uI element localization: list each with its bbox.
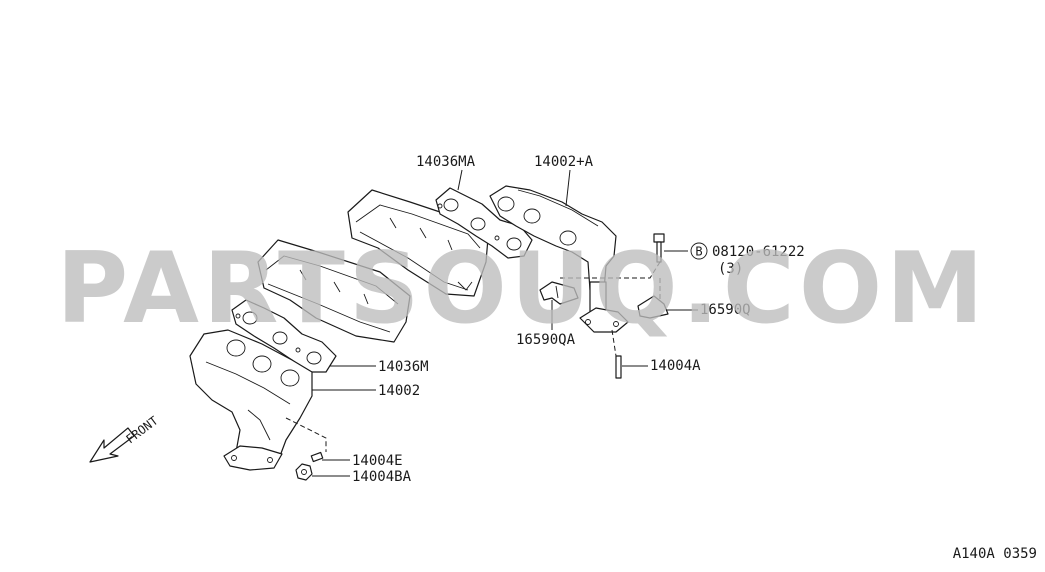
lower-heat-insulator[interactable] (257, 239, 411, 343)
callout-14002a: 14002+A (534, 154, 594, 170)
callout-14004ba: 14004BA (352, 469, 412, 485)
callout-14036ma: 14036MA (416, 154, 476, 170)
callout-08120-61222: 08120-61222 (712, 244, 805, 260)
diagram-code: A140A 0359 (953, 546, 1037, 562)
bracket-16590q[interactable] (637, 295, 669, 319)
stud-14004e[interactable] (310, 451, 324, 463)
upper-exhaust-manifold[interactable] (489, 185, 629, 333)
bolt-symbol: B (695, 245, 702, 259)
callout-bolt-quantity: (3) (718, 261, 743, 277)
front-arrow-icon (89, 427, 135, 463)
front-label: FRONT (123, 413, 160, 446)
lower-exhaust-manifold[interactable] (189, 329, 313, 471)
callout-16590qa: 16590QA (516, 332, 576, 348)
leader-lines (312, 169, 698, 477)
alignment-lines (285, 261, 661, 452)
lower-gasket[interactable] (231, 299, 337, 373)
callout-14002: 14002 (378, 383, 420, 399)
upper-gasket[interactable] (435, 187, 533, 259)
callout-16590q: 16590Q (700, 302, 751, 318)
callout-14004e: 14004E (352, 453, 403, 469)
bolt-08120-61222[interactable] (653, 233, 665, 263)
bracket-16590qa[interactable] (539, 281, 579, 305)
callout-14004a: 14004A (650, 358, 701, 374)
nut-14004ba[interactable] (295, 463, 313, 481)
watermark: PARTSOUQ.COM (56, 232, 987, 346)
stud-14004a[interactable] (615, 355, 622, 379)
callout-14036m: 14036M (378, 359, 429, 375)
bolt-symbol-circle-icon (690, 242, 708, 260)
